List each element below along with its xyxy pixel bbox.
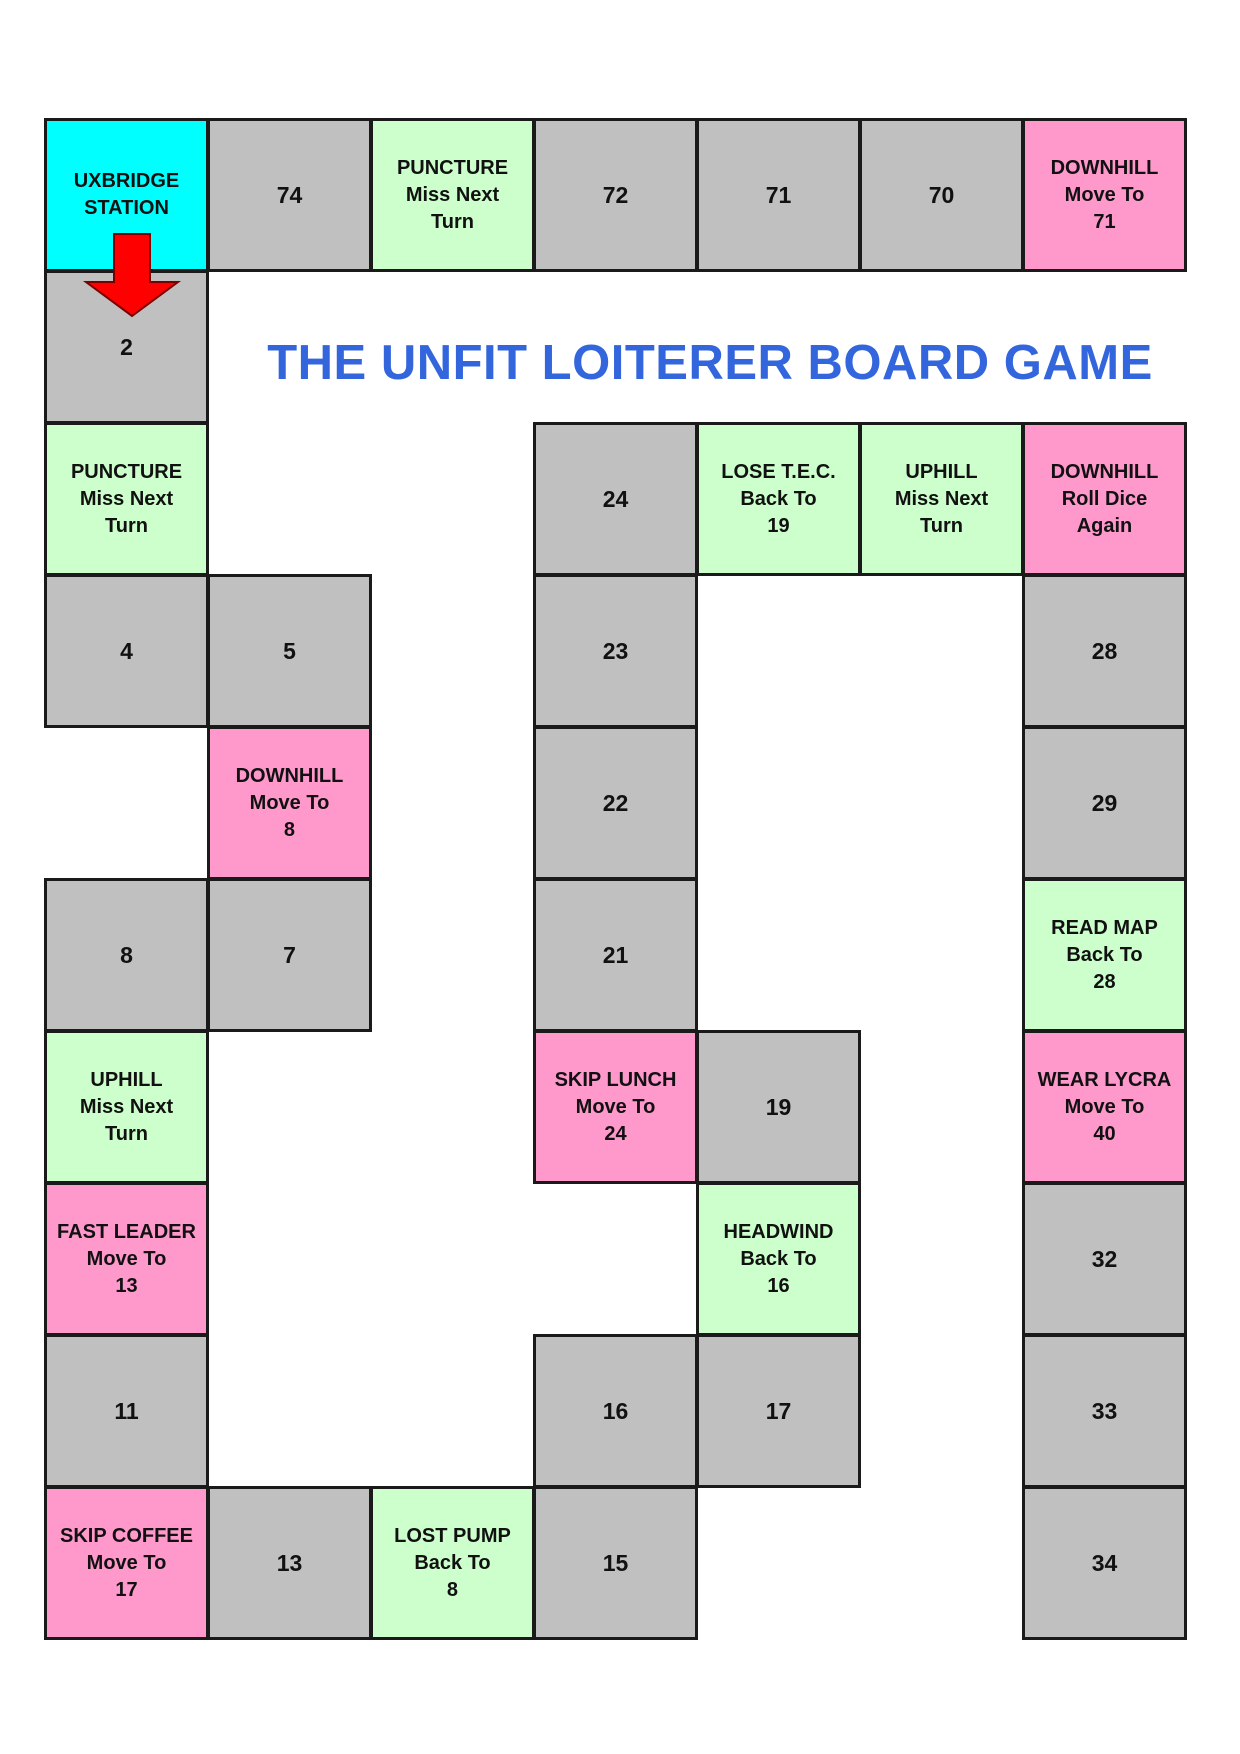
square-label: UPHILL Miss Next Turn [894, 460, 989, 537]
down-arrow-icon [82, 233, 182, 318]
square-label: DOWNHILL Roll Dice Again [1050, 460, 1159, 537]
square-label: 22 [602, 789, 629, 816]
square-25: LOSE T.E.C. Back To 19 [696, 422, 861, 576]
square-label: DOWNHILL Move To 8 [235, 764, 344, 841]
square-label: 4 [120, 637, 133, 664]
square-label: 32 [1091, 1245, 1118, 1272]
square-30: READ MAP Back To 28 [1022, 878, 1187, 1032]
square-19: 19 [696, 1030, 861, 1184]
square-71: 71 [696, 118, 861, 272]
square-label: 23 [602, 637, 629, 664]
square-26: UPHILL Miss Next Turn [859, 422, 1024, 576]
square-29: 29 [1022, 726, 1187, 880]
square-24: 24 [533, 422, 698, 576]
square-label: 29 [1091, 789, 1118, 816]
square-label: 34 [1091, 1549, 1118, 1576]
square-70: 70 [859, 118, 1024, 272]
square-74: 74 [207, 118, 372, 272]
square-72: 72 [533, 118, 698, 272]
square-label: PUNCTURE Miss Next Turn [70, 460, 183, 537]
square-73: PUNCTURE Miss Next Turn [370, 118, 535, 272]
square-label: SKIP COFFEE Move To 17 [60, 1524, 193, 1601]
square-label: DOWNHILL Move To 71 [1050, 156, 1159, 233]
square-27: DOWNHILL Roll Dice Again [1022, 422, 1187, 576]
square-label: 71 [765, 181, 792, 208]
square-label: 19 [765, 1093, 792, 1120]
square-label: UPHILL Miss Next Turn [79, 1068, 174, 1145]
square-16: 16 [533, 1334, 698, 1488]
square-31: WEAR LYCRA Move To 40 [1022, 1030, 1187, 1184]
square-label: 33 [1091, 1397, 1118, 1424]
square-34: 34 [1022, 1486, 1187, 1640]
square-label: PUNCTURE Miss Next Turn [396, 156, 509, 233]
square-label: UXBRIDGE STATION [73, 170, 180, 219]
square-69: DOWNHILL Move To 71 [1022, 118, 1187, 272]
square-9: UPHILL Miss Next Turn [44, 1030, 209, 1184]
square-12: SKIP COFFEE Move To 17 [44, 1486, 209, 1640]
square-7: 7 [207, 878, 372, 1032]
square-3: PUNCTURE Miss Next Turn [44, 422, 209, 576]
square-13: 13 [207, 1486, 372, 1640]
game-title: THE UNFIT LOITERER BOARD GAME [267, 336, 1153, 390]
square-14: LOST PUMP Back To 8 [370, 1486, 535, 1640]
square-15: 15 [533, 1486, 698, 1640]
square-10: FAST LEADER Move To 13 [44, 1182, 209, 1336]
square-label: 28 [1091, 637, 1118, 664]
square-label: FAST LEADER Move To 13 [57, 1220, 196, 1297]
square-label: 24 [602, 485, 629, 512]
square-label: 11 [114, 1397, 139, 1424]
square-18: HEADWIND Back To 16 [696, 1182, 861, 1336]
square-label: HEADWIND Back To 16 [723, 1220, 834, 1297]
square-label: LOSE T.E.C. Back To 19 [721, 460, 836, 537]
square-label: 16 [602, 1397, 629, 1424]
square-label: 8 [120, 941, 133, 968]
square-21: 21 [533, 878, 698, 1032]
square-4: 4 [44, 574, 209, 728]
square-20: SKIP LUNCH Move To 24 [533, 1030, 698, 1184]
square-label: 13 [276, 1549, 303, 1576]
square-label: 7 [283, 941, 296, 968]
square-label: 5 [283, 637, 296, 664]
square-22: 22 [533, 726, 698, 880]
square-32: 32 [1022, 1182, 1187, 1336]
square-label: 2 [120, 333, 133, 360]
square-5: 5 [207, 574, 372, 728]
square-6: DOWNHILL Move To 8 [207, 726, 372, 880]
square-11: 11 [44, 1334, 209, 1488]
square-label: 70 [928, 181, 955, 208]
square-label: WEAR LYCRA Move To 40 [1037, 1068, 1172, 1145]
square-8: 8 [44, 878, 209, 1032]
square-17: 17 [696, 1334, 861, 1488]
square-label: 72 [602, 181, 629, 208]
square-33: 33 [1022, 1334, 1187, 1488]
square-label: 15 [602, 1549, 629, 1576]
square-28: 28 [1022, 574, 1187, 728]
square-23: 23 [533, 574, 698, 728]
square-label: SKIP LUNCH Move To 24 [554, 1068, 677, 1145]
square-label: 74 [276, 181, 303, 208]
square-label: 17 [765, 1397, 792, 1424]
square-label: 21 [602, 941, 629, 968]
square-label: READ MAP Back To 28 [1051, 916, 1158, 993]
square-label: LOST PUMP Back To 8 [394, 1524, 511, 1601]
